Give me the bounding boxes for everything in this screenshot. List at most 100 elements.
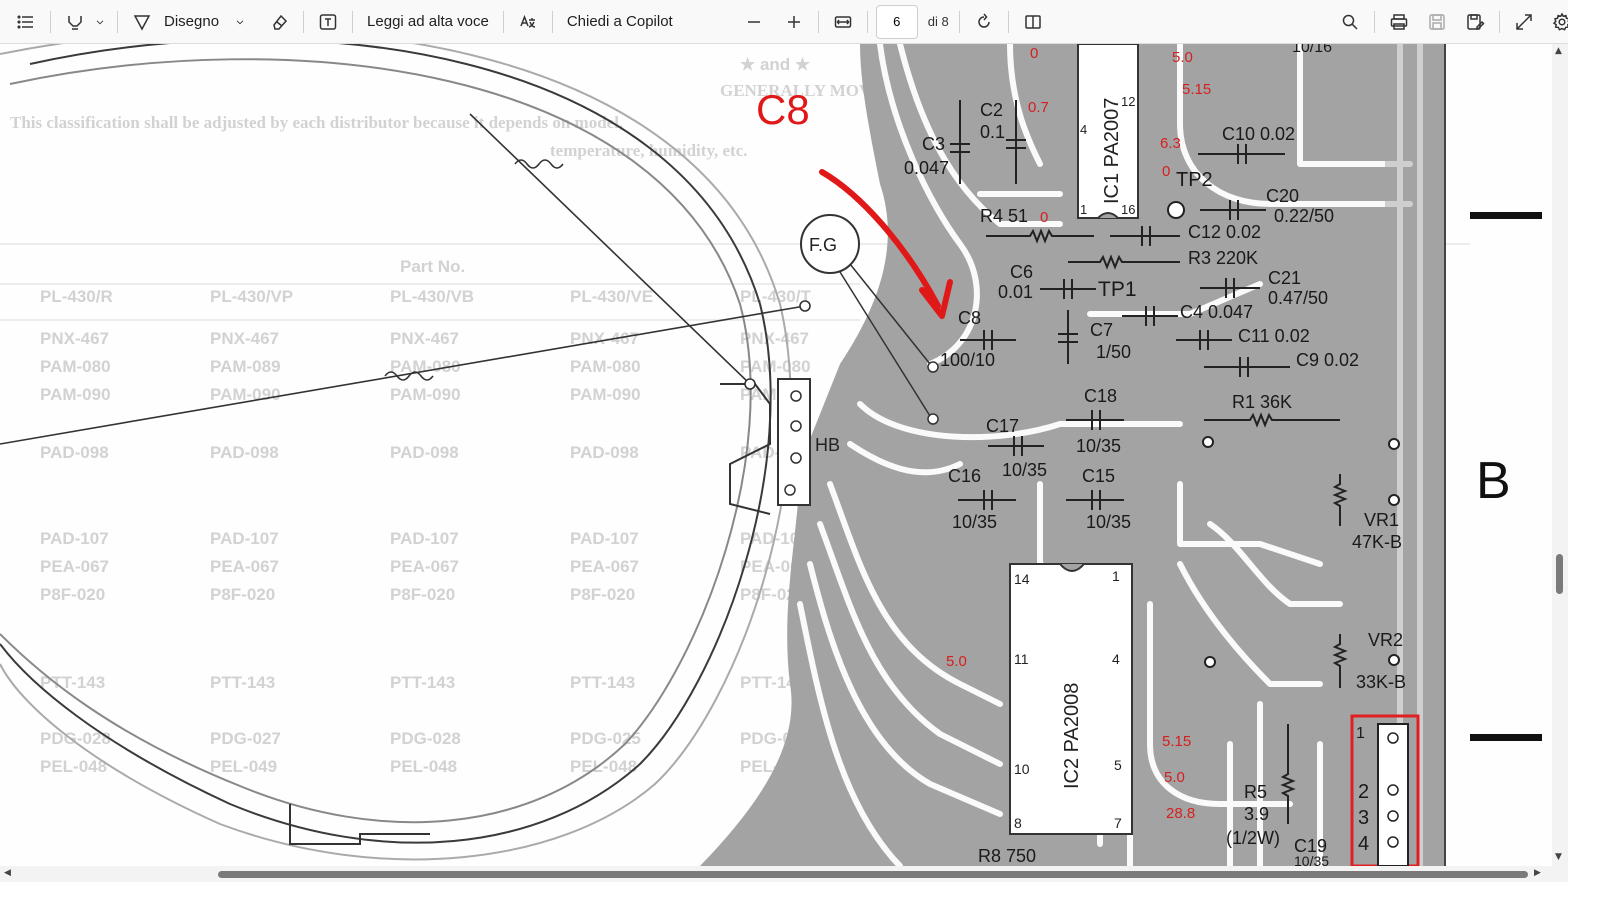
ask-copilot-label: Chiedi a Copilot xyxy=(566,13,673,30)
c4-label: C4 0.047 xyxy=(1180,302,1253,322)
separator xyxy=(551,10,553,33)
save-button[interactable] xyxy=(1421,5,1453,39)
ghost-col-2: PL-430/VE xyxy=(570,287,653,306)
voltage-annotations: 5.0 5.15 0.7 6.3 0 0 0 5.0 5.15 5.0 28.8 xyxy=(946,45,1211,822)
j1: 1 xyxy=(1356,725,1365,742)
c20-label: C20 xyxy=(1266,186,1299,206)
highlight-button[interactable] xyxy=(59,5,91,39)
vr1-value: 47K-B xyxy=(1352,532,1402,552)
ghost-cell: PAD-107 xyxy=(40,529,109,548)
ghost-cell: PDG-027 xyxy=(210,729,281,748)
ghost-cell: PAM-080 xyxy=(390,357,461,376)
ghost-cell: PEL-048 xyxy=(390,757,457,776)
c9-label: C9 0.02 xyxy=(1296,350,1359,370)
ghost-cell: PTT-143 xyxy=(390,673,455,692)
ghost-cell: P8F-020 xyxy=(210,585,275,604)
vertical-scroll-thumb[interactable] xyxy=(1556,554,1563,594)
c2-value: 0.1 xyxy=(980,122,1005,142)
schematic-page: ★ and ★ GENERALLY MOVE FASTER THAN ★ Thi… xyxy=(0,44,1552,866)
c19-label: C19 xyxy=(1294,836,1327,856)
ghost-cell: PNX-467 xyxy=(210,329,279,348)
c8-annotation: C8 xyxy=(756,86,953,319)
chevron-down-icon xyxy=(236,19,244,24)
page-number-input[interactable] xyxy=(875,4,918,39)
ghost-cell: PAD-107 xyxy=(210,529,279,548)
r1-label: R1 36K xyxy=(1232,392,1292,412)
save-as-icon xyxy=(1467,13,1485,30)
page-view-button[interactable] xyxy=(1017,5,1049,39)
ghost-col-5: PL-430/R xyxy=(40,287,113,306)
c16-label: C16 xyxy=(948,466,981,486)
ghost-cell: PEL-048 xyxy=(40,757,107,776)
ic1-pin12: 12 xyxy=(1121,94,1135,109)
scroll-up-icon[interactable]: ▲ xyxy=(1555,46,1562,56)
window-edge xyxy=(1568,0,1600,900)
separator xyxy=(50,10,51,33)
c21-label: C21 xyxy=(1268,268,1301,288)
ghost-cell: PAD-098 xyxy=(210,443,279,462)
ghost-rows: PNX-467PNX-467PNX-467PNX-467PNX-467PAM-0… xyxy=(40,329,811,776)
save-as-button[interactable] xyxy=(1459,5,1491,39)
c15-value: 10/35 xyxy=(1086,512,1131,532)
voltage-3: 0.7 xyxy=(1028,99,1049,116)
rotate-button[interactable] xyxy=(968,5,1000,39)
zoom-out-button[interactable] xyxy=(738,5,770,39)
scroll-right-icon[interactable]: ▶ xyxy=(1534,868,1541,878)
draw-options-dropdown[interactable] xyxy=(231,5,249,39)
ghost-cell: PAM-090 xyxy=(390,385,461,404)
ghost-col-1: PL-430/T xyxy=(740,287,811,306)
contents-button[interactable] xyxy=(10,5,42,39)
search-button[interactable] xyxy=(1334,5,1366,39)
translate-icon xyxy=(520,14,535,28)
j2: 2 xyxy=(1358,781,1369,803)
translate-button[interactable] xyxy=(512,5,544,39)
text-box-button[interactable] xyxy=(312,5,344,39)
horizontal-scroll-thumb[interactable] xyxy=(218,871,1528,878)
book-icon xyxy=(1024,14,1041,29)
ic2: IC2 PA2008 14 1 11 4 10 5 8 7 xyxy=(1009,563,1133,835)
scroll-left-icon[interactable]: ◀ xyxy=(4,868,11,878)
ic2-pin4: 4 xyxy=(1112,651,1120,667)
r5-value: 3.9 xyxy=(1244,804,1269,824)
separator xyxy=(866,10,868,33)
c17-value: 10/35 xyxy=(1002,460,1047,480)
fullscreen-button[interactable] xyxy=(1508,5,1540,39)
eraser-button[interactable] xyxy=(263,5,295,39)
voltage-5: 0 xyxy=(1030,45,1038,62)
pen-icon xyxy=(133,14,151,31)
separator xyxy=(729,11,730,33)
ghost-cell: P8F-020 xyxy=(40,585,105,604)
ghost-cell: PAD-107 xyxy=(390,529,459,548)
c8-value: 100/10 xyxy=(940,350,995,370)
read-aloud-button[interactable]: Leggi ad alta voce xyxy=(361,5,495,39)
ghost-cell: PEA-067 xyxy=(210,557,279,576)
ic2-pin7: 7 xyxy=(1114,815,1122,831)
highlight-options-dropdown[interactable] xyxy=(91,5,109,39)
list-icon xyxy=(17,14,33,29)
draw-button[interactable]: Disegno xyxy=(126,5,225,39)
r8-label: R8 750 xyxy=(978,846,1036,866)
voltage-2: 5.15 xyxy=(1182,81,1211,98)
ghost-header-1: ★ and ★ xyxy=(740,55,811,74)
c20-value: 0.22/50 xyxy=(1274,206,1334,226)
c17-label: C17 xyxy=(986,416,1019,436)
c7-label: C7 xyxy=(1090,320,1113,340)
ic2-pin11: 11 xyxy=(1014,651,1029,667)
scroll-down-icon[interactable]: ▼ xyxy=(1555,852,1562,862)
zoom-in-button[interactable] xyxy=(778,5,810,39)
print-button[interactable] xyxy=(1383,5,1415,39)
c3-label: C3 xyxy=(922,134,945,154)
ghost-cell: PAM-080 xyxy=(40,357,111,376)
ic1: IC1 PA2007 16 12 4 1 xyxy=(1077,44,1139,219)
ask-copilot-button[interactable]: Chiedi a Copilot xyxy=(561,5,679,39)
fit-width-button[interactable] xyxy=(827,5,859,39)
draw-label: Disegno xyxy=(164,13,220,30)
r5-label: R5 xyxy=(1244,782,1267,802)
minus-icon xyxy=(747,20,760,23)
search-icon xyxy=(1342,14,1358,30)
component-labels: C2 0.1 C3 0.047 C10 0.02 TP2 C20 0.22/50… xyxy=(904,44,1406,866)
document-viewer[interactable]: ★ and ★ GENERALLY MOVE FASTER THAN ★ Thi… xyxy=(0,44,1552,866)
horizontal-scrollbar[interactable]: ◀ ▶ xyxy=(0,866,1568,882)
r4-label: R4 51 xyxy=(980,206,1028,226)
vertical-scrollbar[interactable]: ▲ ▼ xyxy=(1552,44,1568,866)
